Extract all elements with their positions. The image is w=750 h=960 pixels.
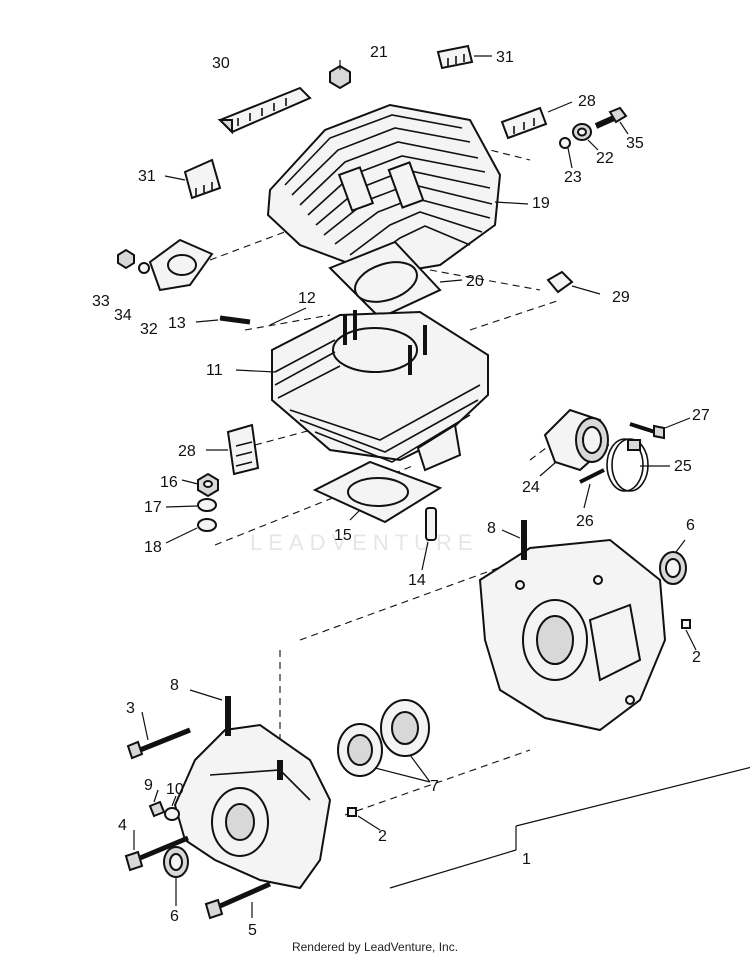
callout-24: 24	[522, 479, 540, 496]
callout-18: 18	[144, 539, 162, 556]
callout-17: 17	[144, 499, 162, 516]
callout-11: 11	[206, 362, 223, 379]
fin-damper-31-left	[183, 158, 222, 200]
washer-17	[197, 498, 217, 512]
callout-30: 30	[212, 55, 230, 72]
callout-23: 23	[564, 169, 582, 186]
cylinder-head	[266, 103, 502, 277]
callout-21: 21	[370, 44, 388, 61]
callout-35: 35	[626, 135, 644, 152]
dowel-14	[425, 507, 437, 541]
callout-14: 14	[408, 572, 426, 589]
watermark: LEADVENTURE	[250, 530, 479, 555]
fin-damper-28-top	[500, 106, 548, 140]
spacer-29	[546, 270, 574, 294]
callout-6-right: 6	[686, 517, 695, 534]
intake-manifold	[543, 408, 610, 472]
washer-10	[164, 807, 180, 821]
fin-damper-30	[217, 86, 312, 135]
callout-15: 15	[334, 527, 352, 544]
washer-23	[559, 137, 571, 149]
callout-8-left: 8	[170, 677, 179, 694]
bolt-27	[629, 422, 665, 440]
callout-26: 26	[576, 513, 594, 530]
stud-13	[219, 315, 251, 325]
callout-20: 20	[466, 273, 484, 290]
washer-18	[197, 518, 217, 532]
callout-29: 29	[612, 289, 630, 306]
bearing-7b	[380, 699, 430, 757]
callout-8-right: 8	[487, 520, 496, 537]
nut-22	[572, 123, 592, 141]
dowel-2-left	[347, 807, 357, 817]
callout-13: 13	[168, 315, 186, 332]
callout-3: 3	[126, 700, 135, 717]
seal-6-left	[163, 846, 189, 878]
callout-4: 4	[118, 817, 127, 834]
callout-34: 34	[114, 307, 132, 324]
callout-19: 19	[532, 195, 550, 212]
bolt-3	[126, 727, 191, 760]
callout-7: 7	[430, 778, 439, 795]
screw-9	[148, 800, 166, 818]
head-gasket	[328, 240, 442, 320]
nut-16	[197, 472, 219, 498]
callout-2-left: 2	[378, 828, 387, 845]
callout-5: 5	[248, 922, 257, 939]
callout-32: 32	[140, 321, 158, 338]
exhaust-gasket	[148, 238, 214, 292]
crankcase-left	[173, 723, 332, 890]
stud-35	[594, 106, 628, 129]
callout-28-lower: 28	[178, 443, 196, 460]
footer-credit: Rendered by LeadVenture, Inc.	[291, 940, 459, 954]
callout-31-top: 31	[496, 49, 514, 66]
callout-25: 25	[674, 458, 692, 475]
fin-damper-28-lower	[226, 423, 260, 476]
callout-31-left: 31	[138, 168, 156, 185]
clamp-25	[606, 438, 649, 492]
dowel-2-right	[681, 619, 691, 629]
base-gasket	[312, 460, 443, 524]
bearing-7a	[337, 723, 383, 777]
callout-6-left: 6	[170, 908, 179, 925]
leader-lines	[133, 55, 750, 918]
callout-12: 12	[298, 290, 316, 307]
bolt-26	[579, 468, 605, 484]
bolt-5	[204, 881, 272, 920]
callout-1: 1	[522, 851, 531, 868]
seal-6-right	[659, 551, 687, 585]
callout-2-right: 2	[692, 649, 701, 666]
callout-22: 22	[596, 150, 614, 167]
nut-33	[117, 248, 135, 270]
callout-9: 9	[144, 777, 153, 794]
washer-34	[138, 262, 150, 274]
callout-27: 27	[692, 407, 710, 424]
cylinder	[271, 310, 489, 472]
callout-28-top: 28	[578, 93, 596, 110]
fin-damper-31-top	[436, 44, 474, 70]
callout-16: 16	[160, 474, 178, 491]
crankcase-right	[478, 538, 667, 732]
callout-33: 33	[92, 293, 110, 310]
bolt-4	[124, 835, 189, 872]
callout-10: 10	[166, 781, 184, 798]
callout-labels: 1 2 2 3 4 5 6 6 7 8 8 9 10 11 12 13 14 1…	[92, 44, 710, 939]
